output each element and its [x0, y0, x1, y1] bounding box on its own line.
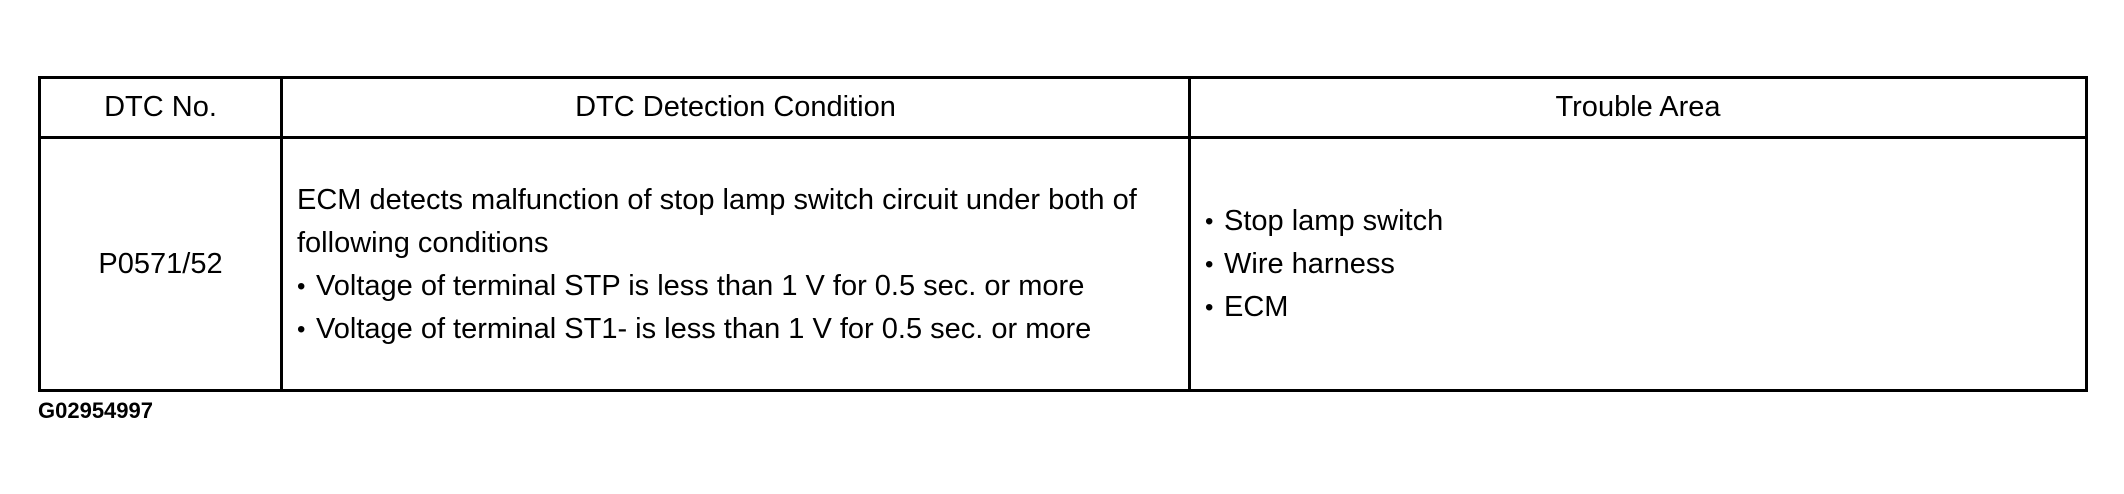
header-dtc-no: DTC No. [38, 76, 283, 139]
trouble-area-item: • Stop lamp switch [1205, 200, 2075, 243]
table-header-row: DTC No. DTC Detection Condition Trouble … [38, 76, 2088, 139]
condition-bullet-list: • Voltage of terminal STP is less than 1… [297, 265, 1178, 351]
condition-bullet-text: Voltage of terminal STP is less than 1 V… [316, 270, 1085, 302]
condition-bullet-item: • Voltage of terminal ST1- is less than … [297, 308, 1178, 351]
header-trouble-area: Trouble Area [1188, 76, 2088, 139]
trouble-area-text: Wire harness [1224, 247, 1395, 280]
bullet-icon: • [1205, 250, 1214, 278]
trouble-area-item: • Wire harness [1205, 243, 2075, 286]
dtc-code-cell: P0571/52 [38, 136, 283, 392]
bullet-icon: • [297, 273, 306, 300]
condition-bullet-item: • Voltage of terminal STP is less than 1… [297, 265, 1178, 308]
figure-id-label: G02954997 [38, 398, 153, 423]
bullet-icon: • [297, 316, 306, 343]
condition-bullet-text: Voltage of terminal ST1- is less than 1 … [316, 313, 1092, 345]
trouble-area-item: • ECM [1205, 286, 2075, 329]
bullet-icon: • [1205, 293, 1214, 321]
detection-condition-cell: ECM detects malfunction of stop lamp swi… [280, 136, 1191, 392]
table-row: P0571/52 ECM detects malfunction of stop… [38, 136, 2088, 392]
header-detection-condition: DTC Detection Condition [280, 76, 1191, 139]
trouble-area-text: ECM [1224, 290, 1289, 323]
trouble-area-text: Stop lamp switch [1224, 204, 1444, 237]
trouble-area-cell: • Stop lamp switch • Wire harness • ECM [1188, 136, 2088, 392]
dtc-table: DTC No. DTC Detection Condition Trouble … [38, 76, 2088, 392]
bullet-icon: • [1205, 207, 1214, 235]
condition-intro-text: ECM detects malfunction of stop lamp swi… [297, 184, 1137, 259]
trouble-area-list: • Stop lamp switch • Wire harness • ECM [1205, 200, 2075, 329]
